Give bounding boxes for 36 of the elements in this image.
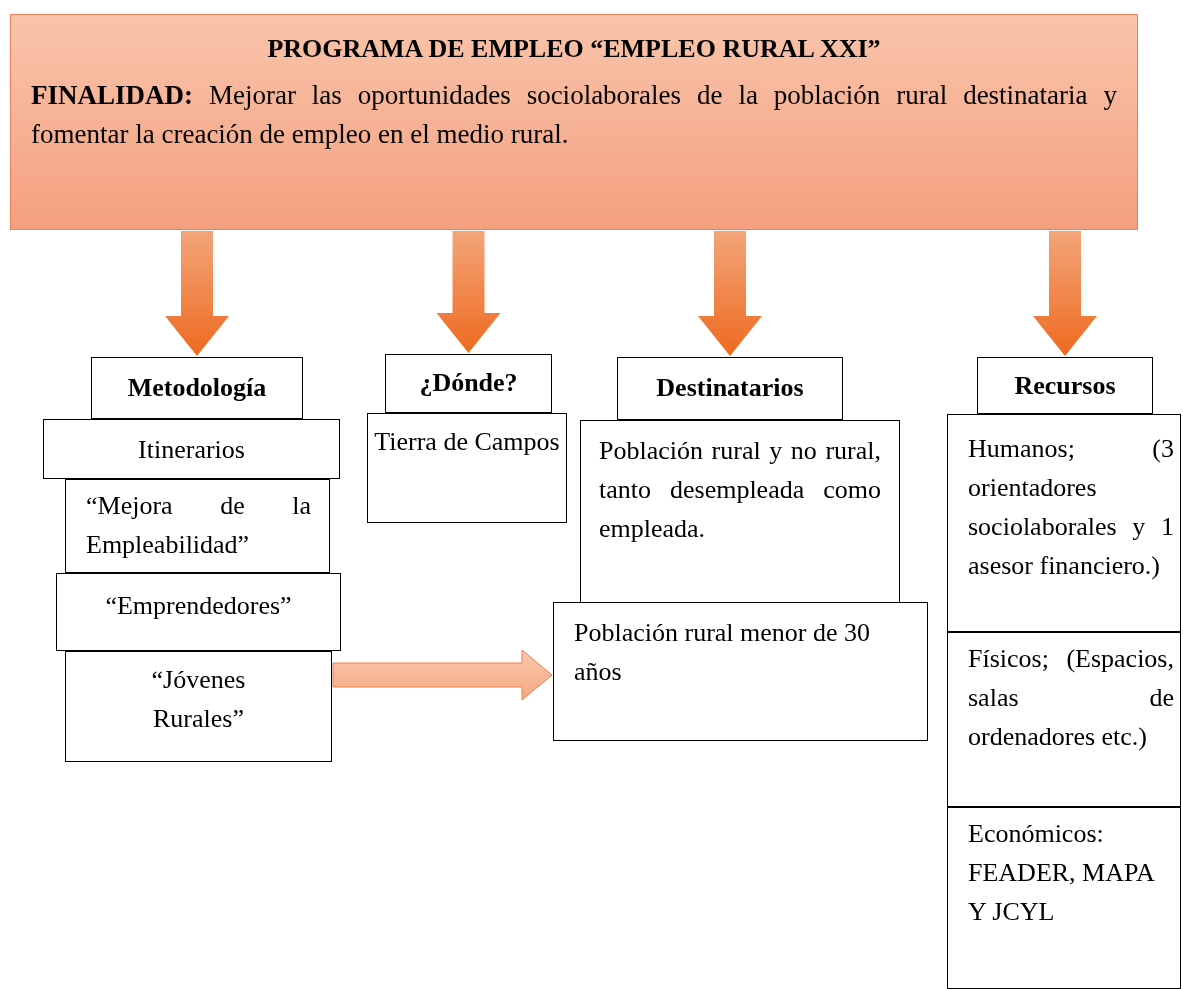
block-arrow [332, 649, 553, 701]
text-box [947, 414, 1181, 632]
text-box [580, 420, 900, 603]
text-box [56, 573, 341, 651]
header-box [617, 357, 843, 420]
text-box [367, 413, 567, 523]
title-text: PROGRAMA DE EMPLEO “EMPLEO RURAL XXI” [266, 33, 882, 65]
header-text: Recursos [1013, 370, 1117, 402]
text-box [947, 632, 1181, 807]
header-box [91, 357, 303, 419]
header-text: ¿Dónde? [418, 367, 519, 399]
box-text: Económicos: FEADER, MAPA Y JCYL [968, 818, 1155, 928]
box-text: Población rural menor de 30 años [574, 617, 872, 688]
box-text: “Mejora de la Empleabilidad” [86, 490, 311, 561]
header-box [977, 357, 1153, 414]
block-arrow [165, 231, 229, 356]
block-arrow [436, 231, 501, 353]
box-text: Físicos; (Espacios, salas de ordenadores etc.) [968, 643, 1174, 753]
header-box [385, 354, 552, 413]
purpose-text: FINALIDAD: Mejorar las oportunidades sociolaborales de la población rural destinataria y fomentar la creación de empleo en el medio rural. [31, 79, 1117, 151]
box-text: Tierra de Campos [373, 426, 561, 458]
box-text: “Jóvenes Rurales” [150, 664, 247, 735]
text-box [553, 602, 928, 741]
text-box [43, 419, 340, 479]
block-arrow [698, 231, 762, 356]
header-text: Destinatarios [655, 372, 805, 404]
header-text: Metodología [126, 372, 268, 404]
box-text: “Emprendedores” [104, 590, 293, 622]
text-box [65, 651, 332, 762]
text-box [947, 807, 1181, 989]
box-text: Itinerarios [137, 434, 246, 466]
box-text: Población rural y no rural, tanto desempleada como empleada. [599, 435, 881, 545]
program-box [10, 14, 1138, 230]
block-arrow [1033, 231, 1097, 356]
text-box [65, 479, 330, 573]
box-text: Humanos; (3 orientadores sociolaborales y 1 asesor financiero.) [968, 433, 1174, 582]
